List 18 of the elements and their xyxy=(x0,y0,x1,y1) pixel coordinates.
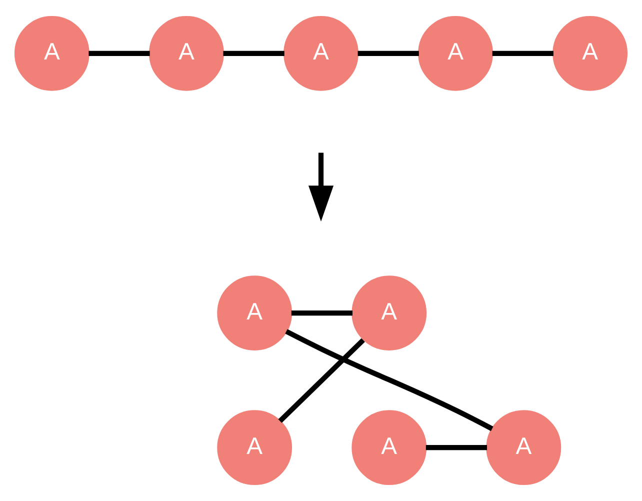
connector xyxy=(358,50,419,56)
connector xyxy=(291,310,352,316)
connector xyxy=(426,445,487,450)
connector xyxy=(223,50,284,56)
connector xyxy=(88,50,150,56)
node-circle: A xyxy=(418,16,493,91)
node-circle: A xyxy=(14,16,90,91)
connector xyxy=(278,338,365,423)
node-circle: A xyxy=(552,16,628,91)
connector xyxy=(285,329,494,432)
node-circle: A xyxy=(284,16,358,91)
node-circle: A xyxy=(352,276,427,350)
node-circle: A xyxy=(486,410,562,486)
connector xyxy=(492,50,554,56)
node-circle: A xyxy=(217,410,292,486)
node-circle: A xyxy=(217,276,292,350)
node-circle: A xyxy=(149,16,224,91)
node-circle: A xyxy=(352,410,427,486)
